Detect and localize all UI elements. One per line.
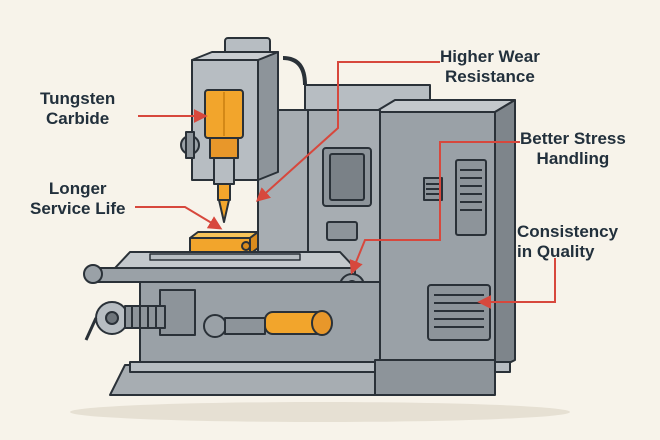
callout-tungsten-carbide-line2: Carbide <box>45 109 110 128</box>
leader-longer-service-life <box>135 206 223 230</box>
callout-better-stress-handling-line1: Better Stress <box>520 129 626 148</box>
leader-higher-wear-resistance <box>255 61 440 202</box>
callout-consistency-in-quality-line2: in Quality <box>517 242 595 261</box>
callout-longer-service-life: Longer Service Life <box>30 179 125 219</box>
callout-higher-wear-resistance-line1: Higher Wear <box>440 47 540 66</box>
callout-consistency-in-quality: Consistency in Quality <box>517 222 618 262</box>
callout-higher-wear-resistance: Higher Wear Resistance <box>440 47 540 87</box>
callout-longer-service-life-line2: Service Life <box>30 199 126 218</box>
leader-better-stress-handling <box>349 141 520 275</box>
machine-base <box>84 281 511 396</box>
callout-longer-service-life-line1: Longer <box>48 179 107 198</box>
callout-better-stress-handling-line2: Handling <box>536 149 610 168</box>
callout-tungsten-carbide-line1: Tungsten <box>40 89 116 108</box>
leader-consistency-in-quality <box>477 258 556 309</box>
callout-higher-wear-resistance-line2: Resistance <box>445 67 535 86</box>
callout-tungsten-carbide: Tungsten Carbide <box>40 89 115 129</box>
workpiece <box>189 231 259 255</box>
callout-consistency-in-quality-line1: Consistency <box>517 222 619 241</box>
callout-better-stress-handling: Better Stress Handling <box>520 129 626 169</box>
